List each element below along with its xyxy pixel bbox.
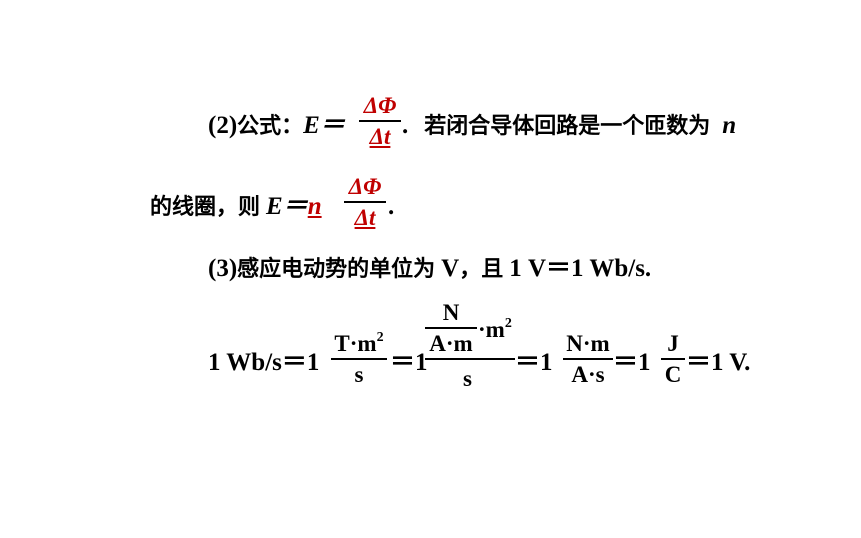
fraction-tesla-m2-per-s: T·m2 s bbox=[331, 330, 387, 387]
fraction-n-per-am: N A·m bbox=[425, 301, 477, 355]
fraction-numerator: N bbox=[442, 300, 460, 325]
fraction-bar bbox=[661, 358, 685, 360]
fraction-main-bar bbox=[425, 358, 515, 360]
derivation-rhs: ＝1 V. bbox=[686, 349, 751, 376]
formula-label: 公式： bbox=[237, 114, 304, 139]
item-number-3: (3) bbox=[208, 255, 238, 282]
fraction-j-per-c: J C bbox=[661, 332, 685, 386]
formula-line-1-tail: . 若闭合导体回路是一个匝数为 n bbox=[402, 113, 736, 138]
formula-line-1: (2)公式：E＝ bbox=[208, 113, 345, 138]
fraction-numerator: J bbox=[667, 331, 679, 356]
fraction-numerator: T·m2 bbox=[334, 330, 384, 356]
fraction-bar bbox=[344, 201, 386, 203]
sentence-text: 的线圈，则 bbox=[150, 195, 261, 220]
sentence-text: 感应电动势的单位为 bbox=[237, 257, 436, 282]
emf-symbol: E＝ bbox=[303, 112, 345, 139]
fraction-denominator: Δt bbox=[369, 124, 391, 149]
unit-relation: 1 V＝1 Wb/s. bbox=[509, 255, 652, 282]
period: . bbox=[388, 193, 395, 220]
fraction-bar bbox=[425, 327, 477, 329]
item-number-2: (2) bbox=[208, 112, 238, 139]
fraction-denominator: C bbox=[664, 362, 682, 387]
unit-volt: V bbox=[441, 255, 460, 282]
period: . bbox=[402, 112, 409, 139]
fraction-numerator: ΔΦ bbox=[363, 93, 397, 118]
fraction-bar bbox=[563, 358, 613, 360]
equals-one-2: ＝1 bbox=[390, 349, 428, 376]
fraction-dphi-dt-2: ΔΦ Δt bbox=[344, 175, 386, 229]
sentence-text-2: ，且 bbox=[459, 257, 504, 282]
fraction-denominator: s bbox=[354, 362, 364, 387]
fraction-denominator: A·m bbox=[429, 331, 473, 356]
fraction-m2-tail: ·m2 bbox=[478, 316, 512, 342]
fraction-dphi-dt-1: ΔΦ Δt bbox=[359, 94, 401, 148]
derivation-lhs: 1 Wb/s＝1 bbox=[208, 349, 320, 376]
sentence-text: 若闭合导体回路是一个匝数为 bbox=[424, 114, 711, 139]
turns-symbol: n bbox=[307, 193, 322, 220]
fraction-nm-per-as: N·m A·s bbox=[563, 332, 613, 386]
fraction-bar bbox=[331, 358, 387, 360]
fraction-numerator: ΔΦ bbox=[348, 174, 382, 199]
equals-one-3: ＝1 bbox=[515, 349, 553, 376]
fraction-main-denominator: s bbox=[463, 366, 472, 391]
fraction-denominator: Δt bbox=[354, 205, 376, 230]
fraction-numerator: N·m bbox=[566, 331, 610, 356]
fraction-denominator: A·s bbox=[571, 362, 605, 387]
fraction-bar bbox=[359, 120, 401, 122]
equals-one-4: ＝1 bbox=[613, 349, 651, 376]
turns-symbol: n bbox=[722, 112, 737, 139]
emf-symbol: E＝ bbox=[266, 193, 308, 220]
